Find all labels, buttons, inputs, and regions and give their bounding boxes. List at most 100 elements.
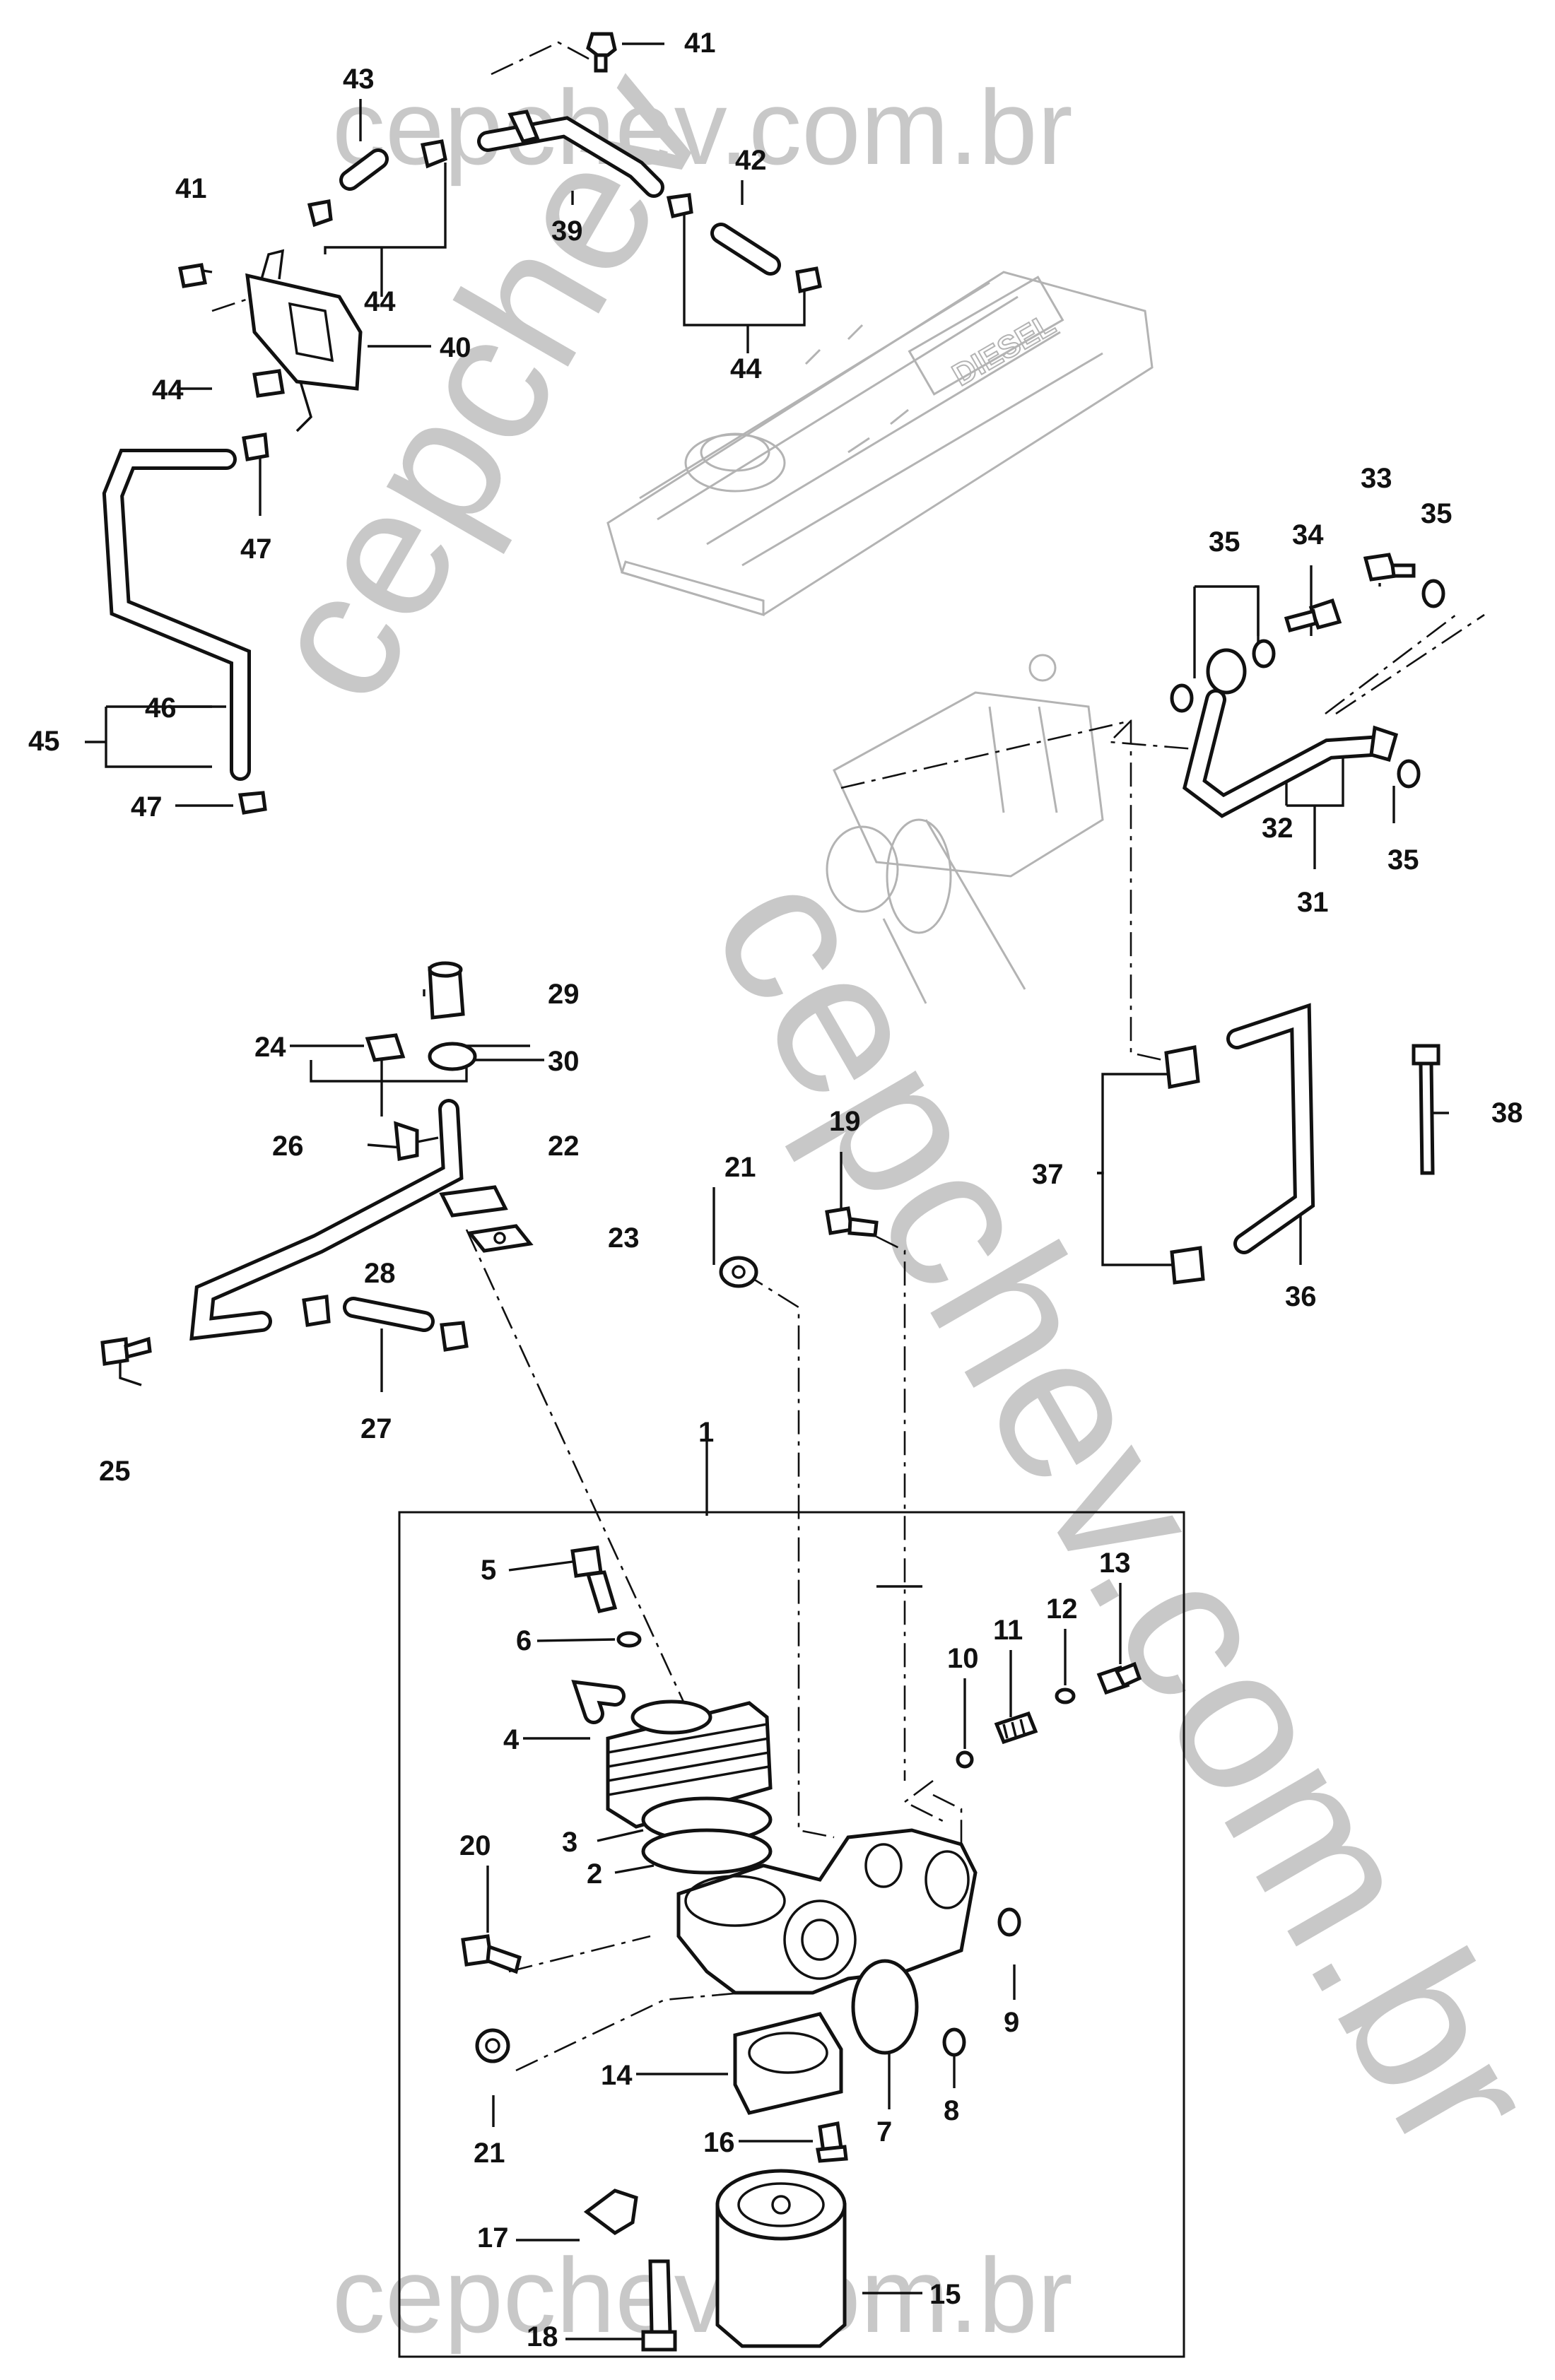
part-35-washers[interactable] <box>1170 579 1445 789</box>
label-28: 28 <box>364 1258 396 1289</box>
label-3: 3 <box>562 1827 577 1858</box>
label-12: 12 <box>1046 1593 1078 1625</box>
part-28-clamps[interactable] <box>302 1295 469 1352</box>
label-17: 17 <box>477 2222 509 2254</box>
label-40: 40 <box>440 332 471 363</box>
watermark-bottom: cepchev.com.br <box>332 2236 1073 2355</box>
label-29: 29 <box>548 979 580 1010</box>
part-20-bolt[interactable] <box>461 1934 522 1974</box>
label-13: 13 <box>1099 1548 1131 1579</box>
label-35a: 35 <box>1209 526 1240 558</box>
part-37-clamps[interactable] <box>1164 1045 1205 1285</box>
label-34: 34 <box>1292 519 1324 550</box>
part-33-bolt[interactable] <box>1363 553 1416 582</box>
part-29-cap[interactable] <box>428 961 465 1020</box>
label-43: 43 <box>343 64 375 95</box>
part-46-hose[interactable] <box>102 449 251 781</box>
part-41-bolt-top[interactable] <box>586 32 617 73</box>
part-42-hose[interactable] <box>710 223 781 276</box>
label-39: 39 <box>551 216 583 247</box>
part-21-nut-lower[interactable] <box>475 2028 510 2063</box>
part-38-cable-tie[interactable] <box>1412 1044 1440 1175</box>
part-27-hose[interactable] <box>343 1297 435 1332</box>
label-45: 45 <box>28 726 60 757</box>
label-6: 6 <box>516 1625 532 1656</box>
label-35b: 35 <box>1421 498 1453 529</box>
label-1: 1 <box>698 1417 714 1448</box>
part-6-o-ring[interactable] <box>616 1631 642 1648</box>
label-37: 37 <box>1032 1159 1064 1190</box>
part-21-nut-upper[interactable] <box>719 1256 758 1288</box>
part-14-filter-adapter[interactable] <box>733 2012 843 2115</box>
part-23-gasket[interactable] <box>466 1224 534 1253</box>
part-47-clip-lower[interactable] <box>238 791 267 815</box>
part-2-gasket[interactable] <box>641 1828 773 1875</box>
label-47a: 47 <box>240 534 272 565</box>
label-31: 31 <box>1297 887 1329 918</box>
part-40-oil-separator[interactable] <box>245 249 363 432</box>
label-leaders <box>486 1560 1122 2340</box>
part-9-o-ring[interactable] <box>997 1907 1021 1937</box>
label-18: 18 <box>527 2321 558 2352</box>
part-5-bolt[interactable] <box>570 1545 618 1613</box>
valve-cover-outline: DIESEL <box>606 271 1154 617</box>
part-41-bolt-left[interactable] <box>178 263 207 288</box>
part-17-bracket[interactable] <box>583 2188 638 2236</box>
label-26: 26 <box>272 1131 304 1162</box>
label-20: 20 <box>459 1830 491 1861</box>
label-41b: 41 <box>175 173 207 204</box>
label-10: 10 <box>947 1643 979 1674</box>
part-24-nut[interactable] <box>365 1033 406 1062</box>
label-41a: 41 <box>684 28 716 59</box>
part-39-hose[interactable] <box>477 110 664 198</box>
oil-cooler-housing[interactable] <box>676 1828 978 1995</box>
label-44b: 44 <box>730 353 762 384</box>
part-43-hose[interactable] <box>339 148 389 191</box>
label-30: 30 <box>548 1046 580 1077</box>
part-labels: 41 43 42 41 39 44 40 44 44 47 35 34 33 3… <box>28 28 1523 2352</box>
part-26-clip[interactable] <box>394 1121 419 1161</box>
label-44c: 44 <box>152 375 184 406</box>
part-7-o-ring[interactable] <box>851 1959 919 2055</box>
label-32: 32 <box>1262 813 1293 844</box>
label-22: 22 <box>548 1131 580 1162</box>
leader-lines <box>85 42 1449 1588</box>
label-7: 7 <box>876 2116 892 2148</box>
label-2: 2 <box>587 1858 602 1890</box>
part-18-bolt[interactable] <box>641 2259 677 2352</box>
label-23: 23 <box>608 1223 640 1254</box>
part-30-clamp[interactable] <box>428 1042 477 1071</box>
part-13-plug[interactable] <box>1096 1661 1142 1695</box>
part-32-hose[interactable] <box>1183 648 1399 818</box>
part-22-oil-pipe[interactable] <box>189 1099 508 1341</box>
part-4-oil-cooler[interactable] <box>571 1680 773 1829</box>
part-25-bolt[interactable] <box>100 1336 152 1366</box>
assembly-1-frame <box>398 1511 1185 2358</box>
label-14: 14 <box>601 2060 633 2091</box>
part-15-oil-filter[interactable] <box>715 2169 847 2348</box>
part-47-clip-upper[interactable] <box>242 432 269 461</box>
label-25: 25 <box>99 1456 131 1487</box>
label-8: 8 <box>944 2095 959 2126</box>
part-44-clamps[interactable] <box>252 139 822 398</box>
part-8-o-ring[interactable] <box>942 2027 966 2057</box>
part-19-bolt[interactable] <box>825 1206 879 1237</box>
label-36: 36 <box>1285 1281 1317 1312</box>
label-44a: 44 <box>364 286 396 317</box>
label-21b: 21 <box>474 2138 505 2169</box>
label-42: 42 <box>735 145 767 176</box>
label-47b: 47 <box>131 791 163 823</box>
part-12-washer[interactable] <box>1055 1687 1076 1704</box>
part-16-drain-plug[interactable] <box>816 2121 848 2163</box>
part-34-bolt[interactable] <box>1284 598 1342 633</box>
part-10-ball[interactable] <box>956 1750 974 1769</box>
engine-block-outline <box>826 654 1104 1004</box>
label-35c: 35 <box>1387 844 1419 876</box>
label-27: 27 <box>360 1413 392 1444</box>
label-24: 24 <box>254 1032 286 1063</box>
label-5: 5 <box>481 1555 496 1586</box>
label-4: 4 <box>503 1724 520 1755</box>
part-11-spring[interactable] <box>994 1711 1038 1745</box>
part-36-hose[interactable] <box>1226 1003 1315 1254</box>
